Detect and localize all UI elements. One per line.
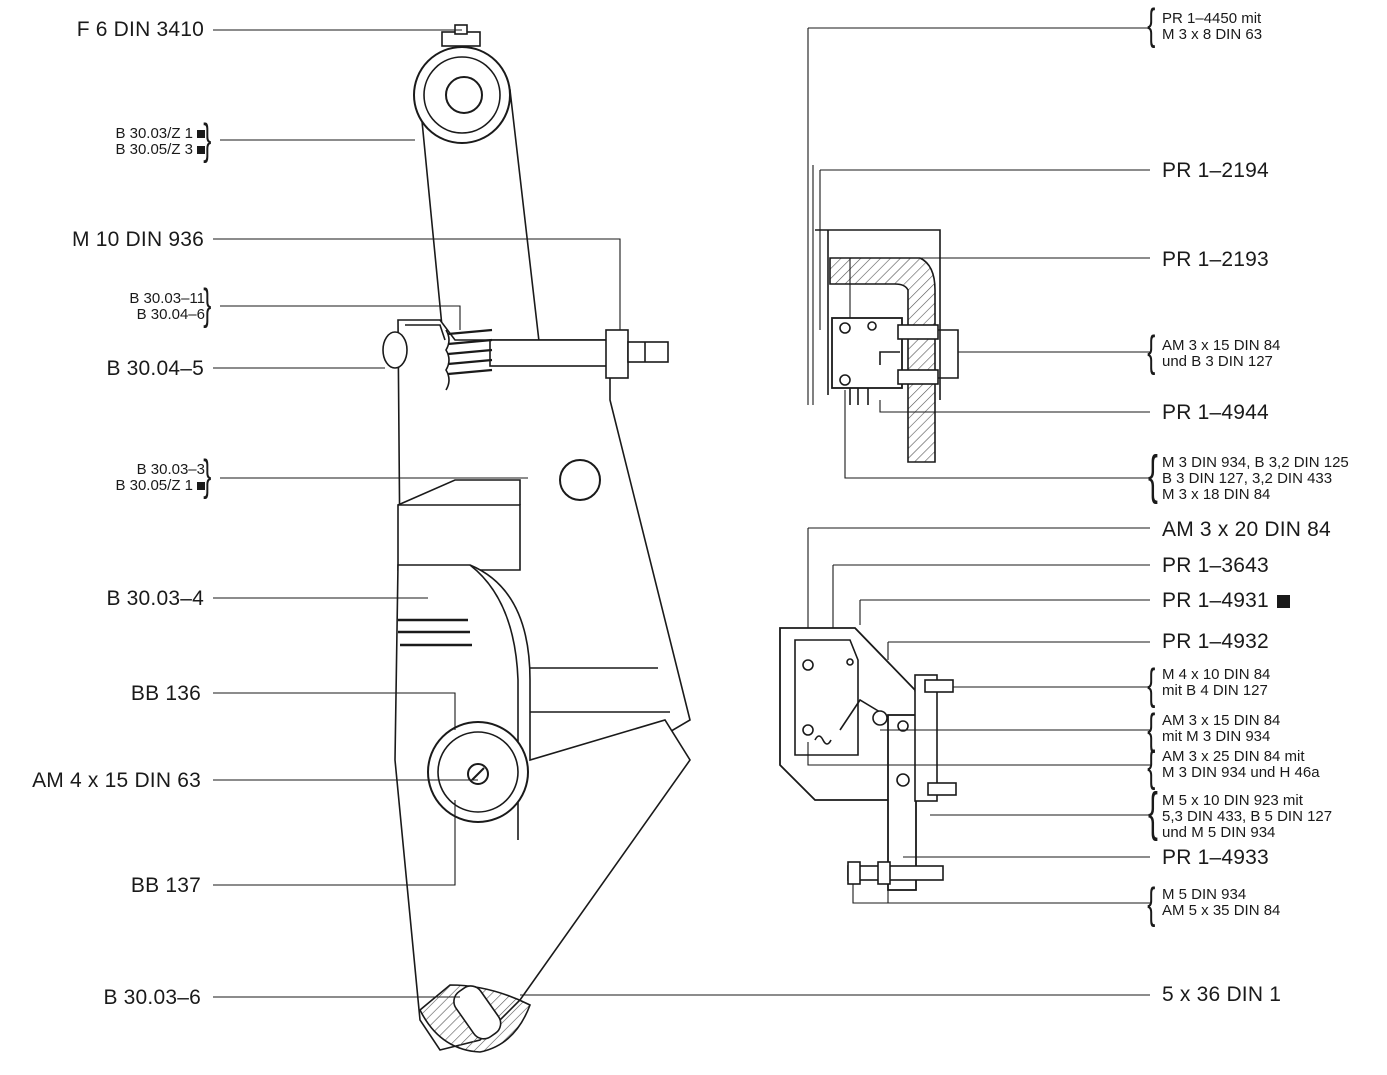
lever-assembly — [382, 24, 691, 1053]
label-bb136: BB 136 — [130, 682, 201, 705]
brace-icon: } — [203, 451, 212, 500]
label-m4x10-din84: M 4 x 10 DIN 84 — [1162, 666, 1271, 683]
brace-icon: { — [1147, 327, 1156, 376]
brace-icon: { — [1147, 879, 1156, 928]
label-b3003-z1: B 30.03/Z 1 — [115, 125, 193, 142]
label-am5x35-din84: AM 5 x 35 DIN 84 — [1162, 902, 1281, 919]
label-am3x15-din84-b: AM 3 x 15 DIN 84 — [1162, 712, 1281, 729]
label-m3x18-din84: M 3 x 18 DIN 84 — [1162, 486, 1271, 503]
label-am3x25-din84: AM 3 x 25 DIN 84 mit — [1162, 748, 1305, 765]
label-group-pr4450: PR 1–4450 mit M 3 x 8 DIN 63 — [1162, 11, 1262, 43]
label-m3x8-din63: M 3 x 8 DIN 63 — [1162, 26, 1263, 43]
label-pr4931-text: PR 1–4931 — [1162, 589, 1269, 612]
label-b3004-5: B 30.04–5 — [106, 357, 204, 380]
label-m3-din934-h46a: M 3 DIN 934 und H 46a — [1162, 764, 1320, 781]
label-pr3643: PR 1–3643 — [1162, 554, 1269, 577]
square-marker-icon — [197, 146, 205, 155]
label-am3x15-din84: AM 3 x 15 DIN 84 — [1162, 337, 1281, 354]
label-group-b3003-3: B 30.03–3 B 30.05/Z 1 — [115, 462, 205, 494]
label-m5x10-din923: M 5 x 10 DIN 923 mit — [1162, 792, 1303, 809]
label-pr4944: PR 1–4944 — [1162, 401, 1269, 424]
brace-icon: { — [1148, 782, 1158, 842]
label-group-am3x15: AM 3 x 15 DIN 84 und B 3 DIN 127 — [1162, 338, 1280, 370]
label-b3003-4: B 30.03–4 — [106, 587, 204, 610]
label-pr4450: PR 1–4450 mit — [1162, 10, 1262, 27]
label-und-b3-din127: und B 3 DIN 127 — [1162, 353, 1273, 370]
label-group-m5-din934: M 5 DIN 934 AM 5 x 35 DIN 84 — [1162, 887, 1280, 919]
label-am3x20-din84: AM 3 x 20 DIN 84 — [1162, 518, 1331, 541]
label-b3005-z1: B 30.05/Z 1 — [115, 477, 193, 494]
label-pr4932: PR 1–4932 — [1162, 630, 1269, 653]
label-group-m4x10: M 4 x 10 DIN 84 mit B 4 DIN 127 — [1162, 667, 1270, 699]
label-bb137: BB 137 — [130, 874, 201, 897]
switch-assembly-bottom — [779, 527, 1150, 904]
brace-icon: } — [203, 280, 212, 329]
label-group-b3003-11: B 30.03–11 B 30.04–6 — [129, 291, 205, 323]
label-b3005-z3: B 30.05/Z 3 — [115, 141, 193, 158]
label-m3-din934-b32: M 3 DIN 934, B 3,2 DIN 125 — [1162, 454, 1349, 471]
square-marker-icon — [197, 482, 205, 491]
label-group-am3x15-mit: AM 3 x 15 DIN 84 mit M 3 DIN 934 — [1162, 713, 1280, 745]
brace-icon: { — [1148, 445, 1158, 505]
left-leaders — [213, 29, 1150, 998]
brace-icon: { — [1147, 705, 1156, 754]
label-und-m5-din934: und M 5 DIN 934 — [1162, 824, 1276, 841]
brace-icon: { — [1147, 0, 1156, 49]
label-pr4931: PR 1–4931 — [1162, 590, 1290, 611]
label-group-m5x10: M 5 x 10 DIN 923 mit 5,3 DIN 433, B 5 DI… — [1162, 793, 1332, 841]
label-b3004-6: B 30.04–6 — [136, 306, 205, 323]
label-am4x15-din63: AM 4 x 15 DIN 63 — [32, 769, 201, 792]
label-53-din433: 5,3 DIN 433, B 5 DIN 127 — [1162, 808, 1333, 825]
label-m5-din934: M 5 DIN 934 — [1162, 886, 1247, 903]
square-marker-icon — [197, 130, 205, 139]
square-marker-icon — [1276, 594, 1290, 608]
label-pr2193: PR 1–2193 — [1162, 248, 1269, 271]
label-group-am3x25: AM 3 x 25 DIN 84 mit M 3 DIN 934 und H 4… — [1162, 749, 1320, 781]
brace-icon: { — [1147, 742, 1156, 791]
brace-icon: } — [203, 115, 212, 164]
label-b3003-3: B 30.03–3 — [136, 461, 205, 478]
label-pr4933: PR 1–4933 — [1162, 846, 1269, 869]
label-b3003-6: B 30.03–6 — [103, 986, 201, 1009]
label-5x36-din1: 5 x 36 DIN 1 — [1162, 983, 1282, 1006]
label-group-m3-din934: M 3 DIN 934, B 3,2 DIN 125 B 3 DIN 127, … — [1162, 455, 1349, 503]
label-group-b3003-z1: B 30.03/Z 1 B 30.05/Z 3 — [115, 126, 205, 158]
label-f6-din3410: F 6 DIN 3410 — [76, 18, 204, 41]
label-b3003-11: B 30.03–11 — [129, 290, 205, 307]
switch-assembly-top — [807, 27, 1150, 479]
label-pr2194: PR 1–2194 — [1162, 159, 1269, 182]
label-b3-din127-32: B 3 DIN 127, 3,2 DIN 433 — [1162, 470, 1333, 487]
brace-icon: { — [1147, 660, 1156, 709]
label-mit-b4-din127: mit B 4 DIN 127 — [1162, 682, 1268, 699]
label-mit-m3-din934: mit M 3 DIN 934 — [1162, 728, 1271, 745]
label-m10-din936: M 10 DIN 936 — [72, 228, 204, 251]
